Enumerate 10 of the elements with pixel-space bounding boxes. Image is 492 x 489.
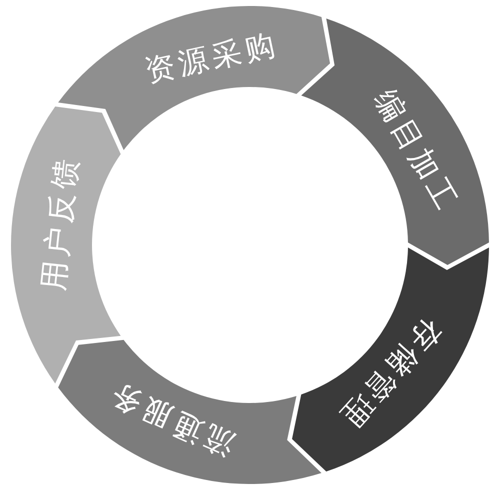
curved-arrow-segment (58, 6, 331, 151)
curved-arrow-segment (292, 247, 489, 472)
segment-label: 流通服务 (102, 374, 241, 463)
curved-arrow-segment (301, 18, 489, 265)
segment-label: 存储管理 (332, 310, 450, 436)
segment-label: 编目加工 (366, 82, 464, 220)
segment-label: 用户反馈 (36, 154, 86, 295)
curved-arrow-segment (58, 339, 322, 484)
segment-label: 资源采购 (141, 28, 282, 90)
curved-arrow-segment (11, 106, 121, 384)
